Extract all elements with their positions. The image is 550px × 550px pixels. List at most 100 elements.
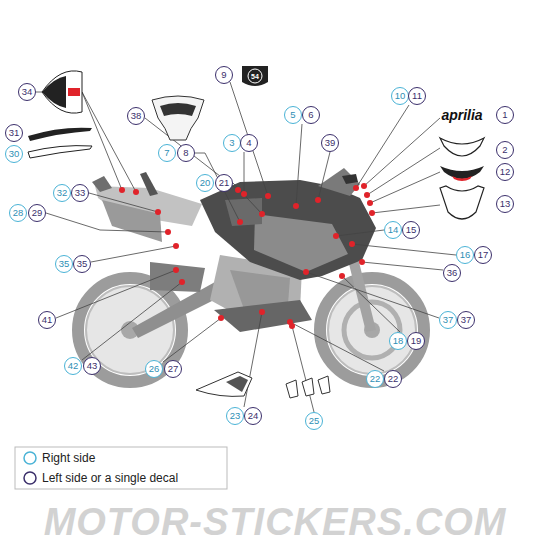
callout-number: 18 — [393, 336, 404, 346]
callout-number: 31 — [9, 128, 20, 138]
callout-circle: 13 — [496, 195, 514, 213]
callout-circle: 10 — [391, 87, 409, 105]
legend-text: Left side or a single decal — [42, 472, 178, 484]
legend-sample-circle — [24, 452, 36, 464]
callout-circle: 16 — [456, 246, 474, 264]
callout-number: 17 — [478, 250, 489, 260]
callout-circle: 9 — [215, 66, 233, 84]
callout-number: 3 — [229, 138, 234, 148]
callout-number: 24 — [248, 411, 259, 421]
callout-circle: 22 — [384, 370, 402, 388]
legend-text: Right side — [42, 452, 95, 464]
legend-sample-circle — [24, 472, 36, 484]
callout-number: 27 — [168, 364, 179, 374]
callout-number: 15 — [406, 225, 417, 235]
callout-circle: 1 — [496, 106, 514, 124]
callout-circle: 14 — [384, 221, 402, 239]
callout-circle: 42 — [64, 357, 82, 375]
callout-circle: 15 — [402, 221, 420, 239]
callout-circle: 22 — [366, 370, 384, 388]
callout-number: 4 — [246, 138, 251, 148]
callout-circle: 36 — [443, 264, 461, 282]
callout-number: 37 — [461, 315, 472, 325]
callout-circle: 27 — [164, 360, 182, 378]
callout-number: 37 — [443, 315, 454, 325]
callout-circle: 29 — [28, 204, 46, 222]
callout-number: 10 — [395, 91, 406, 101]
callout-circle: 11 — [408, 87, 426, 105]
callout-number: 9 — [221, 70, 226, 80]
callout-circle: 37 — [439, 311, 457, 329]
leader-lines — [36, 82, 456, 412]
callout-circle: 5 — [284, 106, 302, 124]
callout-number: 2 — [502, 145, 507, 155]
callout-circle: 6 — [302, 106, 320, 124]
callout-circle: 3 — [223, 134, 241, 152]
callout-circle: 43 — [83, 357, 101, 375]
callout-circle: 4 — [240, 134, 258, 152]
callout-number: 43 — [87, 361, 98, 371]
callout-number: 11 — [412, 91, 422, 101]
callout-number: 8 — [183, 148, 188, 158]
callout-number: 32 — [57, 188, 68, 198]
callout-circle: 23 — [226, 407, 244, 425]
callout-number: 28 — [13, 208, 24, 218]
callout-number: 6 — [308, 110, 313, 120]
callout-number: 26 — [149, 364, 160, 374]
callout-circle: 28 — [9, 204, 27, 222]
callout-circle: 35 — [73, 255, 91, 273]
callout-number: 7 — [164, 148, 169, 158]
callout-number: 20 — [200, 178, 211, 188]
callout-circle: 32 — [53, 184, 71, 202]
callout-number: 19 — [411, 336, 422, 346]
callout-number: 12 — [500, 167, 511, 177]
callout-circle: 38 — [127, 107, 145, 125]
callout-number: 39 — [325, 138, 336, 148]
callout-circle: 31 — [5, 124, 23, 142]
callout-number: 30 — [9, 149, 20, 159]
motorcycle — [78, 168, 424, 382]
callout-circle: 8 — [177, 144, 195, 162]
callout-number: 21 — [219, 178, 230, 188]
callout-circle: 21 — [215, 174, 233, 192]
callout-number: 22 — [370, 374, 381, 384]
callout-circle: 17 — [474, 246, 492, 264]
decal-text: aprilia — [441, 108, 482, 122]
callout-circle: 20 — [196, 174, 214, 192]
callout-number: 14 — [388, 225, 399, 235]
callout-number: 35 — [77, 259, 88, 269]
callout-circle: 2 — [496, 141, 514, 159]
callout-number: 38 — [131, 111, 142, 121]
callout-number: 25 — [309, 416, 320, 426]
callout-circle: 30 — [5, 145, 23, 163]
callout-circle: 39 — [321, 134, 339, 152]
callout-circle: 26 — [145, 360, 163, 378]
callout-number: 22 — [388, 374, 399, 384]
callout-circle: 35 — [55, 255, 73, 273]
callout-circle: 41 — [38, 311, 56, 329]
callout-circle: 12 — [496, 163, 514, 181]
callout-number: 23 — [230, 411, 241, 421]
callout-number: 29 — [32, 208, 43, 218]
callout-circle: 33 — [71, 184, 89, 202]
callout-circle: 18 — [389, 332, 407, 350]
watermark: MOTOR-STICKERS.COM — [44, 503, 507, 541]
callout-circle: 25 — [305, 412, 323, 430]
callout-number: 5 — [290, 110, 295, 120]
callout-number: 34 — [22, 87, 33, 97]
callout-number: 13 — [500, 199, 511, 209]
race-number: 54 — [251, 73, 259, 80]
callout-number: 35 — [59, 259, 70, 269]
callout-circle: 37 — [457, 311, 475, 329]
decal-shapes — [28, 66, 484, 398]
callout-number: 16 — [460, 250, 471, 260]
callout-number: 41 — [42, 315, 53, 325]
callout-number: 42 — [68, 361, 79, 371]
callout-number: 33 — [75, 188, 86, 198]
callout-circle: 7 — [158, 144, 176, 162]
callout-circle: 19 — [407, 332, 425, 350]
callout-circle: 24 — [244, 407, 262, 425]
callout-number: 1 — [502, 110, 507, 120]
